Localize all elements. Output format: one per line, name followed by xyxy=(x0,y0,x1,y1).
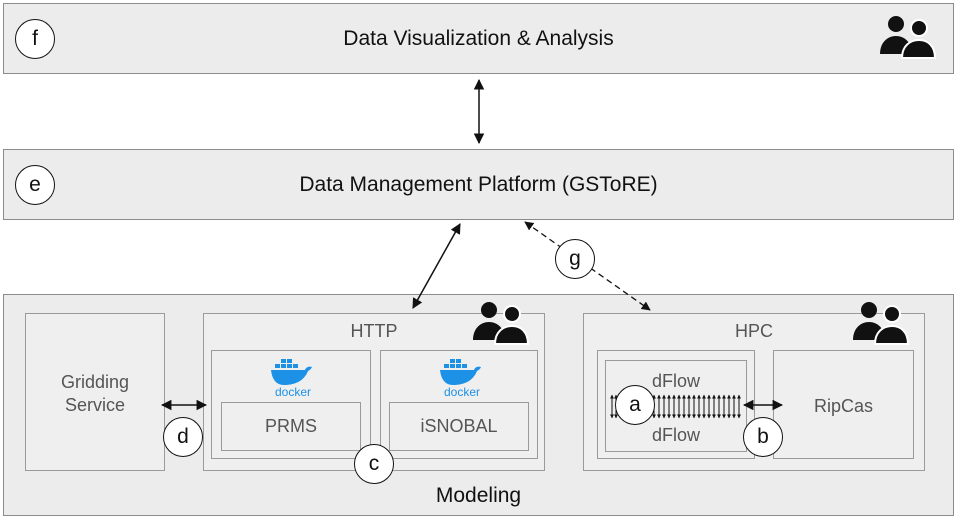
modeling-title: Modeling xyxy=(435,484,522,507)
arrow-management-http xyxy=(412,223,461,309)
marker-e: e xyxy=(15,165,55,205)
http-title: HTTP xyxy=(350,321,398,341)
visualization-title: Data Visualization & Analysis xyxy=(343,27,614,50)
isnobal-label: iSNOBAL xyxy=(420,416,498,436)
marker-d: d xyxy=(163,417,203,457)
users-icon xyxy=(473,302,529,345)
docker-text: docker xyxy=(443,385,481,399)
docker-logo-prms: docker xyxy=(269,357,317,399)
docker-whale-icon xyxy=(440,359,481,385)
marker-b: b xyxy=(743,417,783,457)
prms-label: PRMS xyxy=(264,416,317,436)
ripcas-box xyxy=(773,350,914,459)
marker-f: f xyxy=(15,19,55,59)
ripcas-label: RipCas xyxy=(813,396,874,416)
prms-box xyxy=(221,402,361,451)
users-icon xyxy=(880,16,936,59)
gridding-label-line2: Service xyxy=(64,395,126,415)
marker-c: c xyxy=(354,444,394,484)
hpc-title: HPC xyxy=(734,321,773,341)
docker-text: docker xyxy=(274,385,312,399)
marker-a: a xyxy=(615,385,655,425)
users-icon xyxy=(853,302,909,345)
gridding-service-box xyxy=(25,313,165,471)
dflow-top-label: dFlow xyxy=(651,371,700,391)
visualization-layer xyxy=(3,3,954,74)
dflow-bottom-label: dFlow xyxy=(651,425,700,445)
arrow-management-hpc-dashed xyxy=(524,221,651,311)
isnobal-box xyxy=(389,402,529,451)
gridding-label-line1: Gridding xyxy=(60,372,130,392)
docker-whale-icon xyxy=(271,359,312,385)
management-layer xyxy=(3,149,954,220)
management-title: Data Management Platform (GSToRE) xyxy=(299,173,658,196)
marker-g: g xyxy=(555,239,595,279)
docker-logo-isnobal: docker xyxy=(438,357,486,399)
